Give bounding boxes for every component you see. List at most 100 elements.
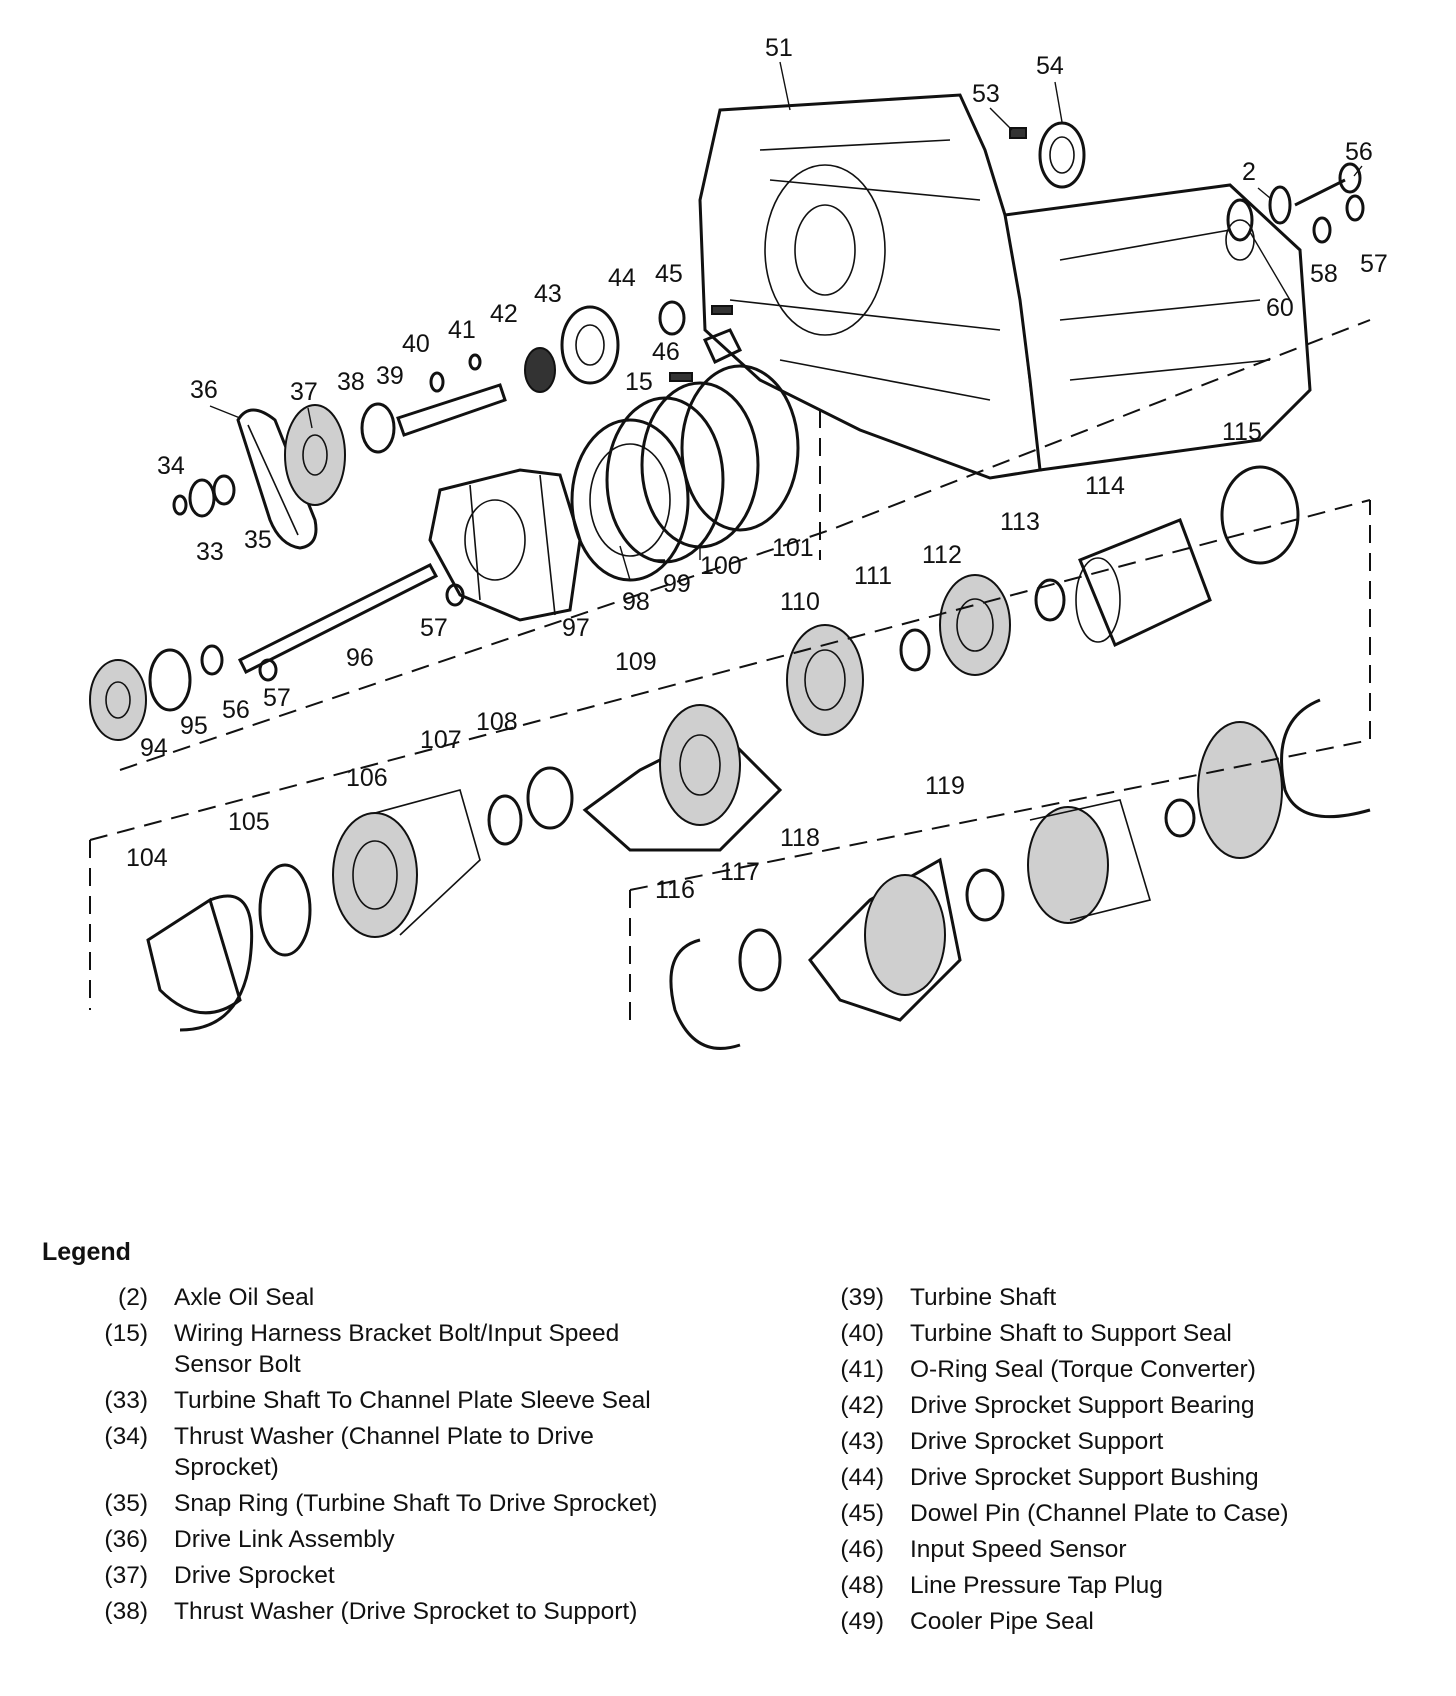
legend-column-right: (39)Turbine Shaft (40) Turbine Shaft to S… xyxy=(830,1282,1430,1642)
callout-34: 34 xyxy=(157,452,185,480)
legend-column-left: (2)Axle Oil Seal (15)Wiring Harness Brac… xyxy=(86,1282,786,1632)
callout-35: 35 xyxy=(244,526,272,554)
callout-112: 116 xyxy=(655,876,695,904)
legend-number: (48) xyxy=(840,1572,884,1599)
input-carrier-group xyxy=(146,704,783,1032)
callout-33: 33 xyxy=(196,538,224,566)
legend-number: (34) xyxy=(104,1423,148,1450)
leader-lines xyxy=(209,61,1363,581)
legend-number: (2) xyxy=(118,1284,148,1311)
legend-description: Turbine Shaft xyxy=(910,1284,1057,1311)
callout-36: 36 xyxy=(190,376,218,404)
callout-104: 108 xyxy=(476,708,518,736)
legend-number: (38) xyxy=(104,1598,148,1625)
callout-99: 101 xyxy=(772,534,814,562)
transmission-case xyxy=(698,93,1312,480)
legend-number: (44) xyxy=(840,1464,884,1491)
legend-title: Legend xyxy=(42,1238,131,1266)
legend-entry: (42) Drive Sprocket Support Bearing xyxy=(830,1390,1430,1421)
legend-number: (43) xyxy=(840,1428,884,1455)
legend-entry: (45)Dowel Pin (Channel Plate to Case) xyxy=(830,1498,1430,1529)
callout-46: 46 xyxy=(652,338,680,366)
legend-description: Drive Sprocket Support Bearing xyxy=(910,1392,1255,1419)
callout-114: 118 xyxy=(780,824,820,852)
legend-description: Drive Link Assembly xyxy=(174,1526,395,1553)
callout-109: 113 xyxy=(1000,508,1040,536)
legend-number: (45) xyxy=(840,1500,884,1527)
callout-58: 58 xyxy=(1310,260,1338,288)
legend-entry: (40) Turbine Shaft to Support Seal xyxy=(830,1318,1430,1349)
callout-15: 15 xyxy=(625,368,653,396)
legend: Legend (2)Axle Oil Seal (15)Wiring Harne… xyxy=(0,1238,1456,1678)
callout-54: 54 xyxy=(1036,52,1064,80)
callout-103: 107 xyxy=(420,726,462,754)
callout-56: 56 xyxy=(222,696,250,724)
legend-entry: (38) Thrust Washer (Drive Sprocket to Sup… xyxy=(86,1596,786,1627)
legend-entry: (44) Drive Sprocket Support Bushing xyxy=(830,1462,1430,1493)
legend-description: Turbine Shaft To Channel Plate Sleeve Se… xyxy=(174,1387,651,1414)
legend-description: Thrust Washer (Drive Sprocket to Support… xyxy=(174,1598,638,1625)
legend-number: (41) xyxy=(840,1356,884,1383)
callout-91: 94 xyxy=(140,734,168,762)
legend-entry: (46) Input Speed Sensor xyxy=(830,1534,1430,1565)
callout-43: 43 xyxy=(534,280,562,308)
callout-37: 37 xyxy=(290,378,318,406)
callout-40: 40 xyxy=(402,330,430,358)
callout-110: 114 xyxy=(1085,472,1125,500)
callout-57: 57 xyxy=(1360,250,1388,278)
callout-95: 97 xyxy=(562,614,590,642)
callout-57: 57 xyxy=(263,684,291,712)
legend-entry: (37) Drive Sprocket xyxy=(86,1560,786,1591)
legend-entry: (41)O-Ring Seal (Torque Converter) xyxy=(830,1354,1430,1385)
callout-labels: 51 53 54 56 2 58 57 60 44 45 43 42 41 40… xyxy=(126,34,1388,904)
drive-sprocket-group xyxy=(172,300,743,550)
legend-description: Drive Sprocket Support xyxy=(910,1428,1164,1455)
legend-number: (40) xyxy=(840,1320,884,1347)
callout-102: 106 xyxy=(346,764,388,792)
legend-entry: (36) Drive Link Assembly xyxy=(86,1524,786,1555)
callout-97: 99 xyxy=(663,570,691,598)
legend-description: Drive Sprocket Support Bushing xyxy=(910,1464,1259,1491)
legend-description: Thrust Washer (Channel Plate to Drive Sp… xyxy=(174,1423,594,1481)
callout-2: 2 xyxy=(1242,158,1256,186)
callout-51: 51 xyxy=(765,34,793,62)
callout-38: 38 xyxy=(337,368,365,396)
legend-entry: (33) Turbine Shaft To Channel Plate Sleev… xyxy=(86,1385,786,1416)
callout-106: 110 xyxy=(780,588,820,616)
axis-upper xyxy=(119,319,1371,771)
legend-number: (33) xyxy=(104,1387,148,1414)
legend-number: (46) xyxy=(840,1536,884,1563)
callout-113: 117 xyxy=(720,858,760,886)
axis-middle xyxy=(89,499,1371,841)
legend-entry: (35) Snap Ring (Turbine Shaft To Drive Sp… xyxy=(86,1488,786,1519)
legend-number: (36) xyxy=(104,1526,148,1553)
legend-number: (42) xyxy=(840,1392,884,1419)
legend-entry: (49)Cooler Pipe Seal xyxy=(830,1606,1430,1637)
legend-description: Turbine Shaft to Support Seal xyxy=(910,1320,1232,1347)
output-carrier-group xyxy=(669,698,1371,1050)
legend-entry: (34) Thrust Washer (Channel Plate to Driv… xyxy=(86,1421,786,1483)
clutch-pack xyxy=(570,364,800,582)
callout-56: 56 xyxy=(1345,138,1373,166)
callout-92: 95 xyxy=(180,712,208,740)
callout-94: 96 xyxy=(346,644,374,672)
callout-108: 112 xyxy=(922,541,962,569)
reaction-gear-group xyxy=(786,465,1300,736)
legend-number: (37) xyxy=(104,1562,148,1589)
callout-96: 98 xyxy=(622,588,650,616)
axle-seal-group xyxy=(1009,121,1365,244)
callout-44: 44 xyxy=(608,264,636,292)
legend-description: Drive Sprocket xyxy=(174,1562,335,1589)
legend-entry: (39)Turbine Shaft xyxy=(830,1282,1430,1313)
legend-description: Line Pressure Tap Plug xyxy=(910,1572,1163,1599)
legend-entry: (48) Line Pressure Tap Plug xyxy=(830,1570,1430,1601)
legend-description: Input Speed Sensor xyxy=(910,1536,1127,1563)
legend-number: (35) xyxy=(104,1490,148,1517)
legend-description: Cooler Pipe Seal xyxy=(910,1608,1094,1635)
callout-101: 105 xyxy=(228,808,270,836)
callout-100: 104 xyxy=(126,844,168,872)
callout-111: 115 xyxy=(1222,418,1262,446)
legend-description: Snap Ring (Turbine Shaft To Drive Sprock… xyxy=(174,1490,658,1517)
exploded-transmission-diagram: 51 53 54 56 2 58 57 60 44 45 43 42 41 40… xyxy=(89,34,1388,1050)
legend-entry: (2)Axle Oil Seal xyxy=(86,1282,786,1313)
